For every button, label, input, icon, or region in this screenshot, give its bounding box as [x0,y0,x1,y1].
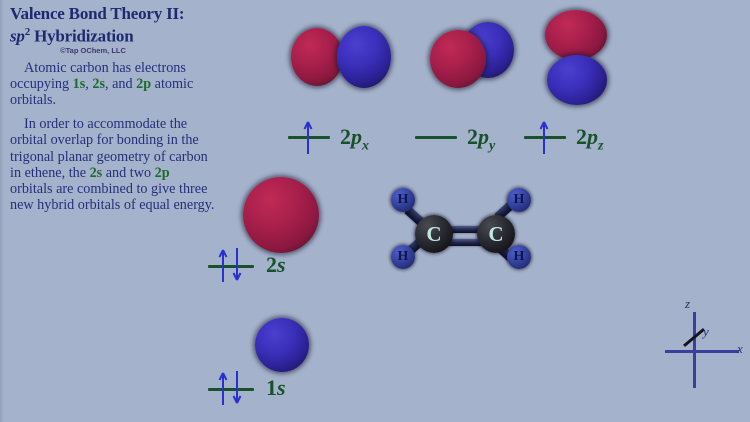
atom-hydrogen-bottom-left: H [391,245,415,269]
energy-line-1s [208,388,254,391]
atom-label-c: C [426,221,442,246]
energy-label-1s: 1s [266,375,286,401]
paragraph-2-part-1: In order to accommodate the orbital over… [10,116,208,181]
atom-label-h: H [397,249,409,264]
axis-label-z: z [685,296,691,311]
energy-line-2py [415,136,457,139]
paragraph-1-sep-2: , and [105,75,137,92]
orbital-2py-red-lobe [430,30,486,88]
axis-label-x: x [737,341,743,356]
energy-label-2s-num: 2 [266,252,277,277]
title-superscript: 2 [24,26,31,38]
axis-line-x [665,350,739,353]
atom-hydrogen-top-right: H [507,188,531,212]
title-hybridization: Hybridization [30,26,134,46]
electron-arrow-up-1s [218,371,228,405]
orbital-2s-inline-2: 2s [90,165,103,181]
paragraph-1-part-2: atomic orbitals. [10,75,194,109]
copyright-notice: ©Tap OChem, LLC [60,45,126,55]
orbital-2p-inline: 2p [136,76,151,92]
orbital-2p-text-2: 2p [154,164,170,181]
orbital-2s-text: 2s [92,75,105,92]
orbital-2s-sphere [243,177,319,253]
paragraph-2: In order to accommodate the orbital over… [10,116,215,213]
electron-arrow-up-2px [303,120,313,154]
energy-label-2s-letter: s [277,252,286,277]
energy-label-2pz-letter: p [587,124,598,149]
orbital-1s-sphere [255,318,309,372]
electron-arrow-down-1s [232,371,242,405]
energy-label-2px-num: 2 [340,124,351,149]
orbital-2pz-red-lobe [545,10,607,60]
paragraph-2-part-3: orbitals are combined to give three new … [10,181,215,214]
orbital-1s-text: 1s [72,75,86,92]
bond-c-c-upper [445,226,485,233]
title-line-2: sp2 Hybridization [10,23,215,46]
bond-c-c-lower [445,239,485,246]
electron-arrow-up-2pz [539,120,549,154]
axis-label-y: y [703,324,709,339]
energy-label-1s-num: 1 [266,375,277,400]
title-sp: sp [10,26,25,46]
energy-label-2s: 2s [266,252,286,278]
orbital-2p-text: 2p [136,75,152,92]
atom-carbon-left: C [415,215,453,253]
orbital-2px-blue-lobe [337,26,391,88]
energy-line-2s [208,265,254,268]
energy-label-2px-sub: x [362,138,369,154]
title-line-1: Valence Bond Theory II: [10,4,185,23]
page-title: Valence Bond Theory II: sp2 Hybridizatio… [10,4,215,46]
energy-label-2px: 2px [340,124,369,154]
orbital-2pz-blue-lobe [547,55,607,105]
energy-label-2py-num: 2 [467,124,478,149]
electron-arrow-down-2s [232,248,242,282]
energy-label-2py: 2py [467,124,495,154]
paragraph-2-part-2: and two [102,164,155,181]
energy-label-2pz-num: 2 [576,124,587,149]
paragraph-1-sep-1: , [85,75,93,92]
ethene-molecule: H H H H C C [385,183,545,283]
energy-label-1s-letter: s [277,375,286,400]
atom-hydrogen-top-left: H [391,188,415,212]
text-panel: Valence Bond Theory II: sp2 Hybridizatio… [10,4,215,213]
atom-carbon-right: C [477,215,515,253]
energy-label-2pz-sub: z [598,138,604,154]
paragraph-1: Atomic carbon has electrons occupying 1s… [10,60,215,109]
atom-label-h: H [513,249,525,264]
energy-label-2py-sub: y [489,138,496,154]
orbital-2px-red-lobe [291,28,343,86]
energy-label-2pz: 2pz [576,124,603,154]
electron-arrow-up-2s [218,248,228,282]
atom-label-c: C [488,221,504,246]
axis-indicator: z x y [663,296,747,390]
orbital-2s-text-2: 2s [89,164,103,181]
atom-label-h: H [397,192,409,207]
energy-label-2px-letter: p [351,124,362,149]
energy-label-2py-letter: p [478,124,489,149]
orbital-2p-inline-2: 2p [155,165,170,181]
atom-hydrogen-bottom-right: H [507,245,531,269]
orbital-2s-inline: 2s [92,76,105,92]
paragraph-1-part-1: Atomic carbon has electrons occupying [10,59,186,92]
left-edge-strip [0,0,4,422]
atom-label-h: H [513,192,525,207]
orbital-1s-inline: 1s [73,76,86,92]
